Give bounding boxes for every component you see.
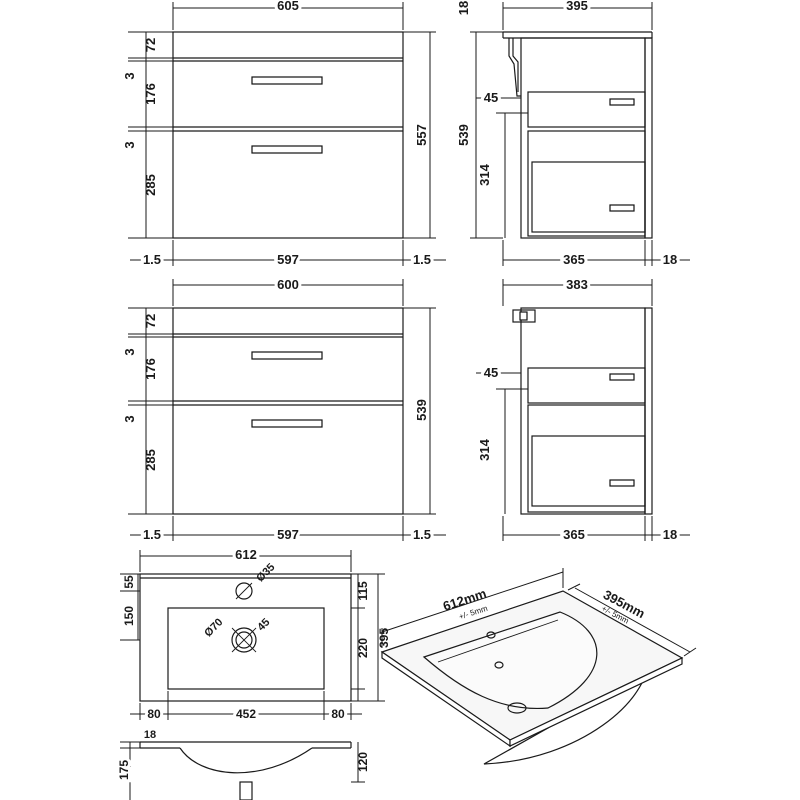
view1-front-elevation: 605 72 3 176 3 285 557 1.5 597 1.5 xyxy=(122,0,446,270)
side1-handle2 xyxy=(609,204,635,212)
v1-h-top-label: 72 xyxy=(143,38,158,52)
section-height-label: 175 xyxy=(117,760,131,780)
v1-width-bottom-label: 597 xyxy=(277,252,299,267)
plan-tap-hole-label: Ø35 xyxy=(254,561,277,584)
v1-gap1-label: 3 xyxy=(122,72,137,79)
v1-width-top-label: 605 xyxy=(277,0,299,13)
basin-plan-view: Ø35 Ø70 45 612 55 150 115 220 395 80 452… xyxy=(120,544,391,724)
plan-side-left-label: 80 xyxy=(147,707,161,721)
s2-drawer-offset-label: 45 xyxy=(484,365,498,380)
v2-width-bottom-label: 597 xyxy=(277,527,299,542)
s1-drawer-height-label: 314 xyxy=(477,163,492,185)
plan-depth-label: 395 xyxy=(377,628,391,648)
s1-back-thickness-label: 18 xyxy=(663,252,677,267)
plan-waste-offset-label: 45 xyxy=(255,616,272,633)
plan-rim-to-bowl-label: 115 xyxy=(356,581,370,601)
v2-gap1-label: 3 xyxy=(122,348,137,355)
plan-rear-rim-label: 55 xyxy=(122,575,136,589)
v2-gap2-label: 3 xyxy=(122,415,137,422)
plan-bowl-depth-label: 220 xyxy=(356,638,370,658)
v2-drawer1-handle xyxy=(251,351,323,360)
s2-depth-top-label: 383 xyxy=(566,277,588,292)
plan-waste-label: Ø70 xyxy=(202,616,225,639)
plan-tap-to-bowl-label: 150 xyxy=(122,606,136,626)
s2-back-thickness-label: 18 xyxy=(663,527,677,542)
basin-section-view: 18 175 120 xyxy=(114,729,370,800)
plan-side-right-label: 80 xyxy=(331,707,345,721)
side2-handle1 xyxy=(609,373,635,381)
view1-side-elevation: 18 395 539 45 314 365 18 xyxy=(453,0,690,270)
s2-tap-bracket xyxy=(519,311,528,321)
v2-h-drawer1-label: 176 xyxy=(143,358,158,380)
basin-isometric-view: 612mm +/- 5mm 395mm +/- 5mm xyxy=(380,568,697,765)
v1-h-drawer2-label: 285 xyxy=(143,174,158,196)
v2-h-top-label: 72 xyxy=(143,314,158,328)
v2-drawer2-handle xyxy=(251,419,323,428)
plan-width-label: 612 xyxy=(235,547,257,562)
v2-side-left-label: 1.5 xyxy=(143,527,161,542)
s1-height-label: 539 xyxy=(456,124,471,146)
plan-bowl-width-label: 452 xyxy=(236,707,256,721)
v1-h-drawer1-label: 176 xyxy=(143,83,158,105)
s1-top-thickness-label: 18 xyxy=(456,1,471,15)
section-bowl-label: 120 xyxy=(356,752,370,772)
v1-height-label: 557 xyxy=(414,124,429,146)
v2-height-label: 539 xyxy=(414,399,429,421)
view2-front-elevation: 600 72 3 176 3 285 539 1.5 597 1.5 xyxy=(122,274,446,545)
v2-h-drawer2-label: 285 xyxy=(143,449,158,471)
s2-drawer-height-label: 314 xyxy=(477,438,492,460)
drawer2-handle xyxy=(251,145,323,154)
side1-handle1 xyxy=(609,98,635,106)
drawer1-handle xyxy=(251,76,323,85)
view2-side-elevation: 383 45 314 365 18 xyxy=(476,274,690,545)
side2-handle2 xyxy=(609,479,635,487)
s1-depth-top-label: 395 xyxy=(566,0,588,13)
v1-gap2-label: 3 xyxy=(122,141,137,148)
v1-side-left-label: 1.5 xyxy=(143,252,161,267)
v2-side-right-label: 1.5 xyxy=(413,527,431,542)
v1-side-right-label: 1.5 xyxy=(413,252,431,267)
s1-drawer-offset-label: 45 xyxy=(484,90,498,105)
section-top-label: 18 xyxy=(144,729,156,741)
s2-depth-bottom-label: 365 xyxy=(563,527,585,542)
s1-depth-bottom-label: 365 xyxy=(563,252,585,267)
v2-width-top-label: 600 xyxy=(277,277,299,292)
